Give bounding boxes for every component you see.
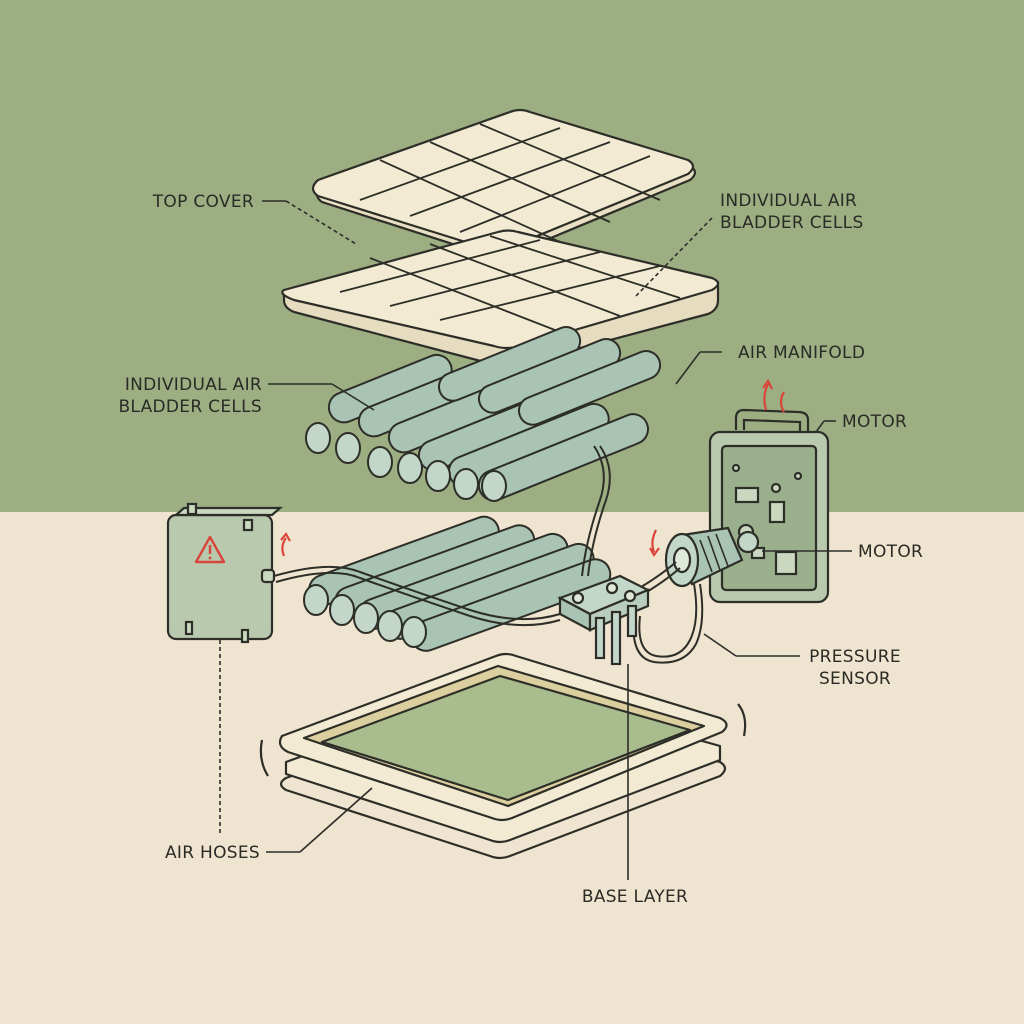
label-top-cover: TOP COVER <box>152 192 254 212</box>
base-layer <box>259 652 747 860</box>
label-base-layer: BASE LAYER <box>581 887 689 907</box>
upper-cell-array <box>305 326 662 502</box>
label-cells-upper-line2: BLADDER CELLS <box>720 213 864 233</box>
lower-cell-array <box>303 515 612 652</box>
upper-cell-ends <box>305 422 507 502</box>
label-pressure-line1: PRESSURE <box>809 647 901 667</box>
label-cells-left-line2: BLADDER CELLS <box>118 397 262 417</box>
label-air-hoses: AIR HOSES <box>164 843 260 863</box>
leader-lines <box>219 200 852 880</box>
label-pressure-line2: SENSOR <box>818 669 892 689</box>
heat-arrow-icon <box>762 378 785 413</box>
heat-arrow-icon <box>649 529 660 558</box>
air-manifold <box>557 574 651 666</box>
top-cover <box>311 108 697 259</box>
control-box <box>166 502 283 644</box>
heat-arrow-icon <box>280 532 291 557</box>
label-motor-side: MOTOR <box>858 542 924 562</box>
label-air-manifold: AIR MANIFOLD <box>738 343 866 363</box>
label-cells-upper-line1: INDIVIDUAL AIR <box>720 191 858 211</box>
upper-cell-back-row <box>437 326 662 426</box>
motor-unit <box>708 408 830 604</box>
warning-icon <box>194 535 226 564</box>
bladder-pad <box>281 229 720 368</box>
label-cells-left-line1: INDIVIDUAL AIR <box>124 375 262 395</box>
upper-cell-row <box>327 353 649 502</box>
label-motor-top: MOTOR <box>842 412 908 432</box>
air-hoses <box>273 445 704 664</box>
